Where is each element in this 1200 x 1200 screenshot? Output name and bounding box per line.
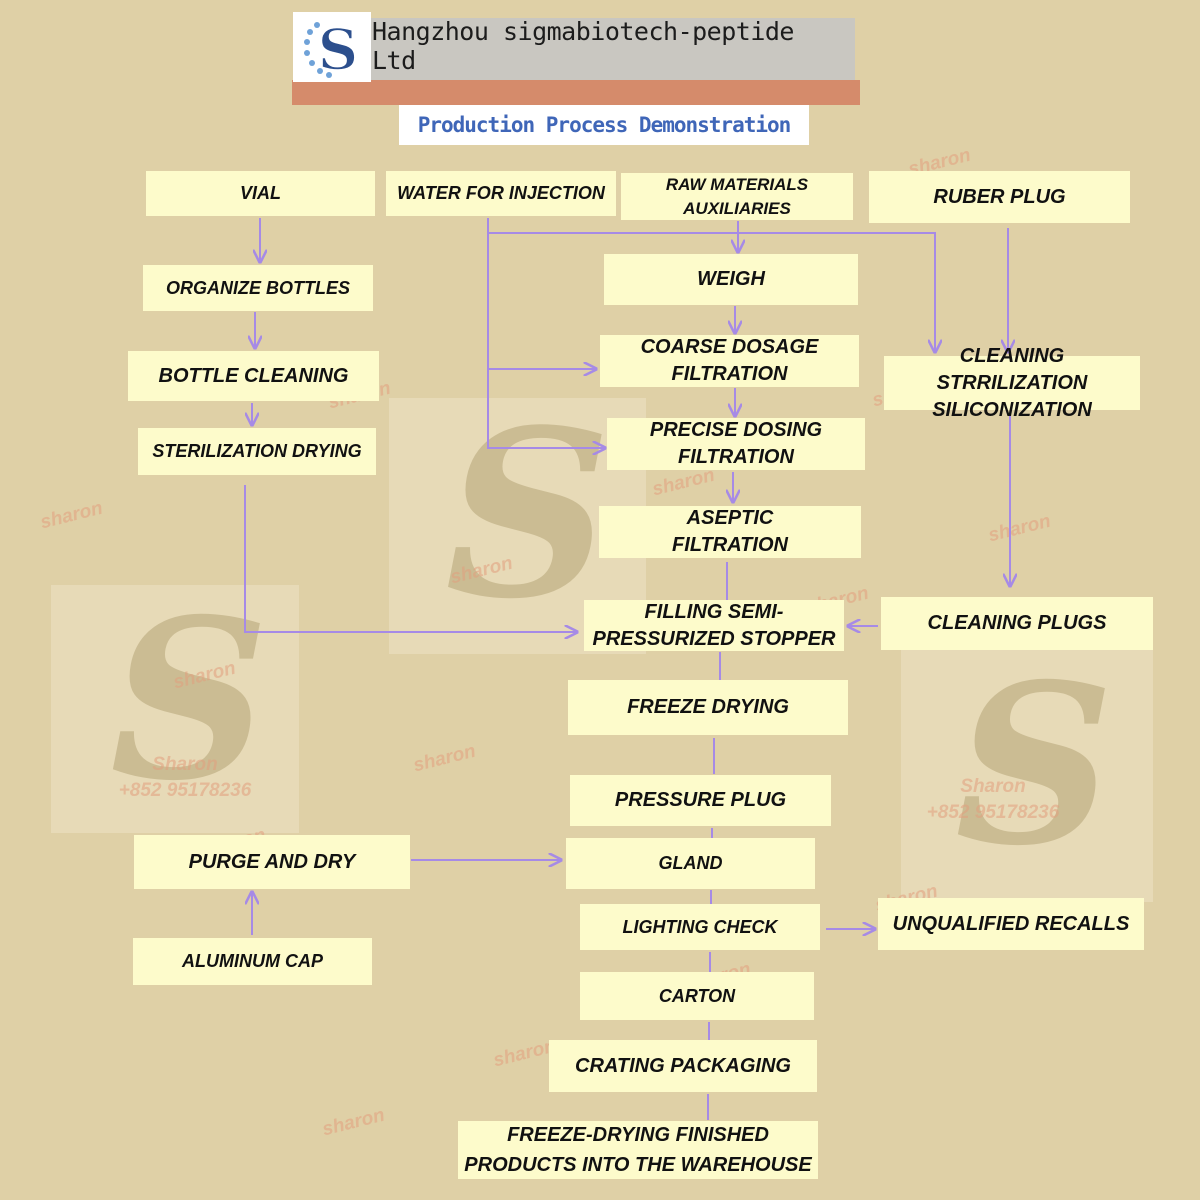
node-raw-materials: RAW MATERIALS AUXILIARIES	[621, 173, 853, 220]
node-lighting-check: LIGHTING CHECK	[580, 904, 820, 950]
watermark-contact-phone: +852 95178236	[926, 802, 1060, 823]
watermark-panel-left	[51, 585, 299, 833]
node-organize-bottles: ORGANIZE BOTTLES	[143, 265, 373, 311]
watermark-contact-name: Sharon	[960, 776, 1026, 797]
node-freeze-drying: FREEZE DRYING	[568, 680, 848, 735]
watermark-contact-right: Sharon +852 95178236	[903, 774, 1083, 826]
node-coarse-dosage: COARSE DOSAGE FILTRATION	[600, 335, 859, 387]
node-unqualified-recalls: UNQUALIFIED RECALLS	[878, 898, 1144, 950]
node-water-for-injection: WATER FOR INJECTION	[386, 171, 616, 216]
node-precise-dosing: PRECISE DOSING FILTRATION	[607, 418, 865, 470]
node-carton: CARTON	[580, 972, 814, 1020]
page-subtitle: Production Process Demonstration	[399, 105, 809, 145]
connector-drying-filling	[244, 485, 577, 632]
node-weigh: WEIGH	[604, 254, 858, 305]
watermark-contact-left: Sharon +852 95178236	[95, 752, 275, 804]
watermark-logo-icon: S	[110, 570, 269, 829]
node-sterilization-drying: STERILIZATION DRYING	[138, 428, 376, 475]
connector-water-main	[487, 218, 605, 448]
header-accent-bar	[292, 80, 860, 105]
node-aluminum-cap: ALUMINUM CAP	[133, 938, 372, 985]
company-name: Hangzhou sigmabiotech-peptide Ltd	[372, 17, 795, 75]
node-cleaning-plugs: CLEANING PLUGS	[881, 597, 1153, 650]
svg-text:S: S	[318, 17, 358, 82]
node-vial: VIAL	[146, 171, 375, 216]
node-aseptic-filtration: ASEPTIC FILTRATION	[599, 506, 861, 558]
watermark-panel-right	[901, 650, 1153, 902]
header-background	[293, 18, 855, 82]
node-crating-packaging: CRATING PACKAGING	[549, 1040, 817, 1092]
node-purge-and-dry: PURGE AND DRY	[134, 835, 410, 889]
node-cleaning-sterilization: CLEANING STRRILIZATION SILICONIZATION	[884, 345, 1140, 421]
company-logo: S	[293, 12, 371, 84]
node-finished-products: FREEZE-DRYING FINISHED PRODUCTS INTO THE…	[458, 1121, 818, 1179]
watermark-logo-icon: S	[445, 380, 612, 650]
node-filling-stopper: FILLING SEMI- PRESSURIZED STOPPER	[584, 600, 844, 651]
watermark-contact-name: Sharon	[152, 754, 218, 775]
node-bottle-cleaning: BOTTLE CLEANING	[128, 351, 379, 401]
node-pressure-plug: PRESSURE PLUG	[570, 775, 831, 826]
watermark-contact-phone: +852 95178236	[118, 780, 252, 801]
node-gland: GLAND	[566, 838, 815, 889]
node-ruber-plug: RUBER PLUG	[869, 171, 1130, 223]
logo-s-icon: S	[304, 16, 359, 84]
watermark-logo-icon: S	[955, 635, 1114, 894]
connector-water-sterilization	[488, 232, 935, 352]
